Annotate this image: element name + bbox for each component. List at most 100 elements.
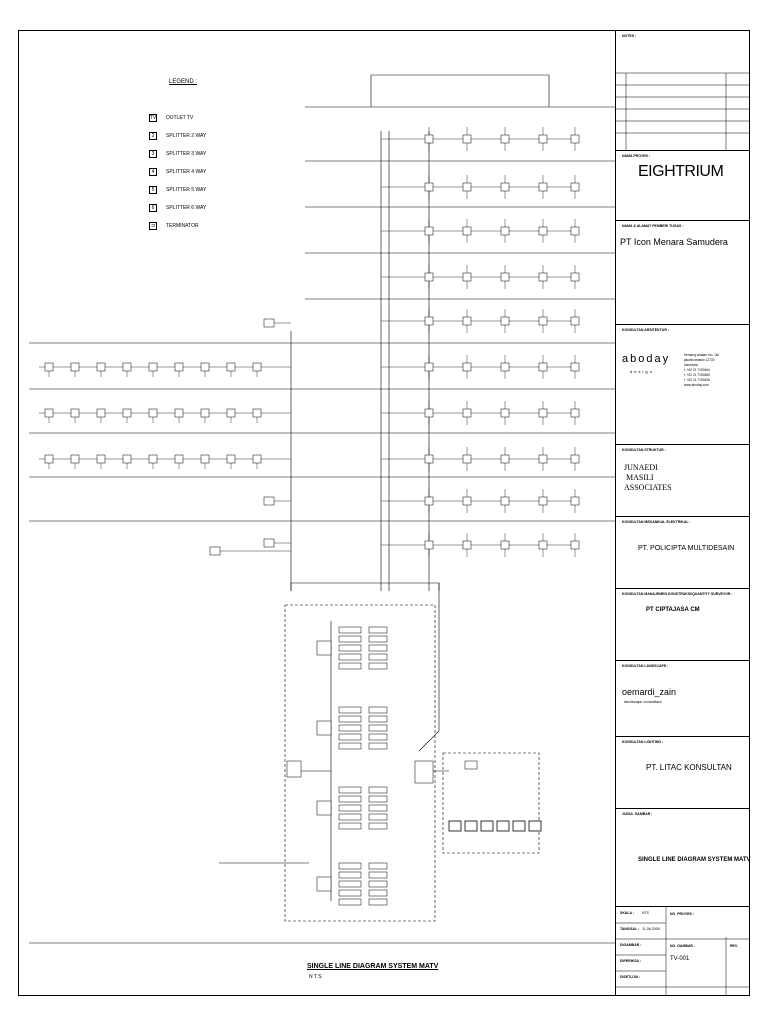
diagram-scale: N T S bbox=[309, 974, 322, 980]
legend-symbol-icon: 2 bbox=[149, 132, 157, 140]
tb-row-label: TANGGAL : bbox=[620, 927, 640, 931]
modulator-module bbox=[368, 644, 388, 652]
landscape-label: KONSULTAN LANDSCAPE : bbox=[622, 664, 669, 668]
modulator-module bbox=[368, 804, 388, 812]
modulator-module bbox=[368, 635, 388, 643]
legend-label: SPLITTER 3 WAY bbox=[166, 151, 207, 157]
matv-schematic bbox=[29, 74, 615, 944]
lighting-label: KONSULTAN LIGHTING : bbox=[622, 740, 664, 744]
modulator-module bbox=[368, 733, 388, 741]
tv-icon bbox=[512, 820, 526, 832]
modulator-module bbox=[338, 653, 362, 661]
splitter-node bbox=[538, 362, 548, 372]
landscape-section: KONSULTAN LANDSCAPE : oemardi_zain lands… bbox=[616, 661, 749, 737]
splitter-node bbox=[570, 540, 580, 550]
tb-row-label: DISETUJUI : bbox=[620, 975, 641, 979]
splitter-node bbox=[252, 362, 262, 372]
lighting-section: KONSULTAN LIGHTING : PT. LITAC KONSULTAN bbox=[616, 737, 749, 809]
legend-symbol-icon: ⊐ bbox=[149, 222, 157, 230]
architect-logo: aboday bbox=[622, 353, 671, 365]
splitter-node bbox=[500, 454, 510, 464]
splitter-node bbox=[174, 454, 184, 464]
splitter-node bbox=[538, 272, 548, 282]
amplifier-module bbox=[316, 640, 332, 656]
modulator-module bbox=[368, 662, 388, 670]
splitter-node bbox=[96, 408, 106, 418]
modulator-module bbox=[338, 724, 362, 732]
splitter-node bbox=[174, 362, 184, 372]
splitter-node bbox=[424, 454, 434, 464]
modulator-module bbox=[338, 786, 362, 794]
splitter-node bbox=[538, 226, 548, 236]
modulator-module bbox=[338, 813, 362, 821]
splitter-node bbox=[226, 454, 236, 464]
modulator-module bbox=[338, 898, 362, 906]
legend-label: OUTLET TV bbox=[166, 115, 194, 121]
splitter-node bbox=[462, 496, 472, 506]
splitter-node bbox=[44, 408, 54, 418]
splitter-node bbox=[570, 454, 580, 464]
modulator-module bbox=[368, 871, 388, 879]
splitter-node bbox=[500, 540, 510, 550]
architect-label: KONSULTAN ARSITEKTUR : bbox=[622, 328, 669, 332]
project-name: EIGHTRIUM bbox=[638, 163, 724, 180]
modulator-module bbox=[368, 795, 388, 803]
splitter-node bbox=[122, 454, 132, 464]
splitter-node bbox=[122, 362, 132, 372]
architect-section: KONSULTAN ARSITEKTUR : aboday design Kem… bbox=[616, 325, 749, 445]
tb-row-label: DIGAMBAR : bbox=[620, 943, 642, 947]
splitter-node bbox=[424, 362, 434, 372]
splitter-node bbox=[252, 408, 262, 418]
modulator-module bbox=[338, 635, 362, 643]
modulator-module bbox=[338, 662, 362, 670]
structure-logo: JUNAEDI bbox=[624, 463, 658, 472]
owner-label: NAMA & ALAMAT PEMBERI TUGAS : bbox=[622, 224, 684, 228]
modulator-module bbox=[368, 813, 388, 821]
splitter-node bbox=[500, 408, 510, 418]
splitter-node bbox=[122, 408, 132, 418]
legend-label: SPLITTER 5 WAY bbox=[166, 187, 207, 193]
landscape-name: oemardi_zain bbox=[622, 687, 677, 697]
drawing-no: TV-001 bbox=[670, 956, 690, 962]
project-label: NAMA PROYEK : bbox=[622, 154, 651, 158]
legend-symbol-icon: 5 bbox=[149, 186, 157, 194]
structure-logo-3: ASSOCIATES bbox=[624, 483, 672, 492]
modulator-module bbox=[338, 880, 362, 888]
owner-name: PT Icon Menara Samudera bbox=[620, 237, 728, 247]
modulator-module bbox=[368, 626, 388, 634]
modulator-module bbox=[338, 733, 362, 741]
splitter-node bbox=[570, 408, 580, 418]
amplifier-module bbox=[316, 720, 332, 736]
modulator-module bbox=[368, 822, 388, 830]
modulator-module bbox=[368, 898, 388, 906]
splitter-node bbox=[70, 408, 80, 418]
modulator-module bbox=[338, 795, 362, 803]
splitter-node bbox=[570, 272, 580, 282]
splitter-node bbox=[70, 362, 80, 372]
architect-logo-sub: design bbox=[630, 369, 654, 374]
mep-section: KONSULTAN MEKANIKAL ELEKTRIKAL : PT. POL… bbox=[616, 517, 749, 589]
modulator-module bbox=[338, 626, 362, 634]
splitter-node bbox=[148, 454, 158, 464]
splitter-node bbox=[200, 362, 210, 372]
splitter-node bbox=[538, 316, 548, 326]
modulator-module bbox=[368, 653, 388, 661]
splitter-node bbox=[200, 454, 210, 464]
qs-section: KONSULTAN MANAJEMEN KONSTRUKSI/QUANTITY … bbox=[616, 589, 749, 661]
splitter-node bbox=[96, 362, 106, 372]
splitter-node bbox=[424, 272, 434, 282]
splitter-node bbox=[462, 134, 472, 144]
title-block: NOTES : NAMA PROYEK : EIGHTRIUM NAMA & A… bbox=[616, 31, 751, 995]
diagram-title: SINGLE LINE DIAGRAM SYSTEM MATV bbox=[307, 963, 439, 970]
modulator-module bbox=[338, 871, 362, 879]
modulator-module bbox=[368, 724, 388, 732]
modulator-module bbox=[338, 862, 362, 870]
splitter-node bbox=[200, 408, 210, 418]
splitter-node bbox=[570, 316, 580, 326]
splitter-node bbox=[148, 408, 158, 418]
qs-name: PT CIPTAJASA CM bbox=[646, 607, 700, 613]
amplifier-module bbox=[316, 876, 332, 892]
